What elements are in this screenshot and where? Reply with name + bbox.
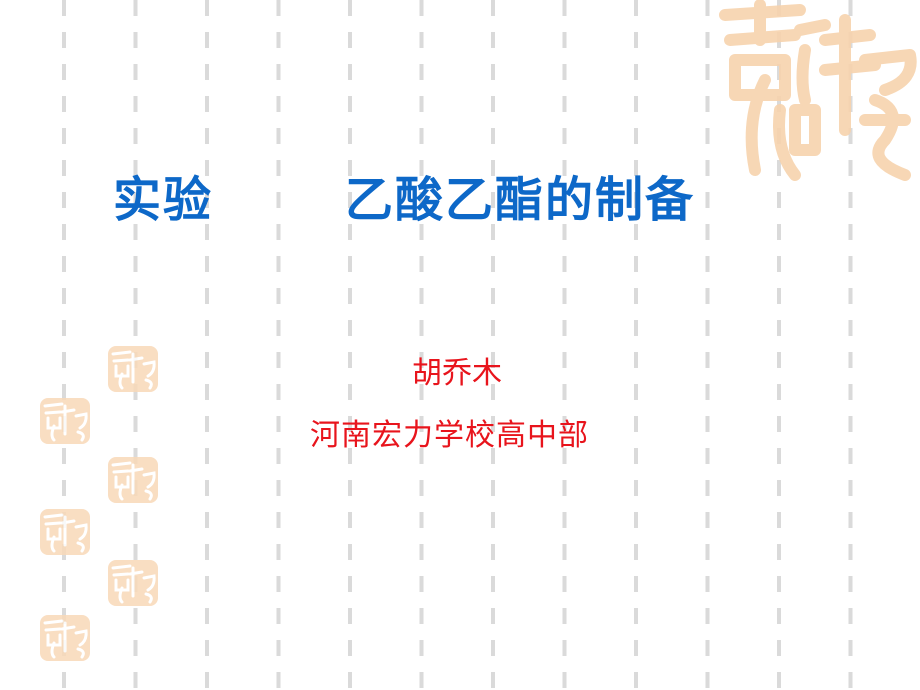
seal-stamp-icon	[40, 509, 90, 555]
seal-stamp-icon	[40, 398, 90, 444]
auspicious-seal-icon	[705, 0, 920, 190]
author-name: 胡乔木	[412, 356, 502, 391]
seal-stamp-icon	[108, 560, 158, 606]
seal-stamp-icon	[108, 346, 158, 392]
title-experiment-label: 实验	[113, 172, 214, 228]
school-name: 河南宏力学校高中部	[310, 418, 589, 453]
seal-stamp-icon	[40, 615, 90, 661]
seal-stamp-icon	[108, 457, 158, 503]
title-topic: 乙酸乙酯的制备	[345, 172, 696, 228]
